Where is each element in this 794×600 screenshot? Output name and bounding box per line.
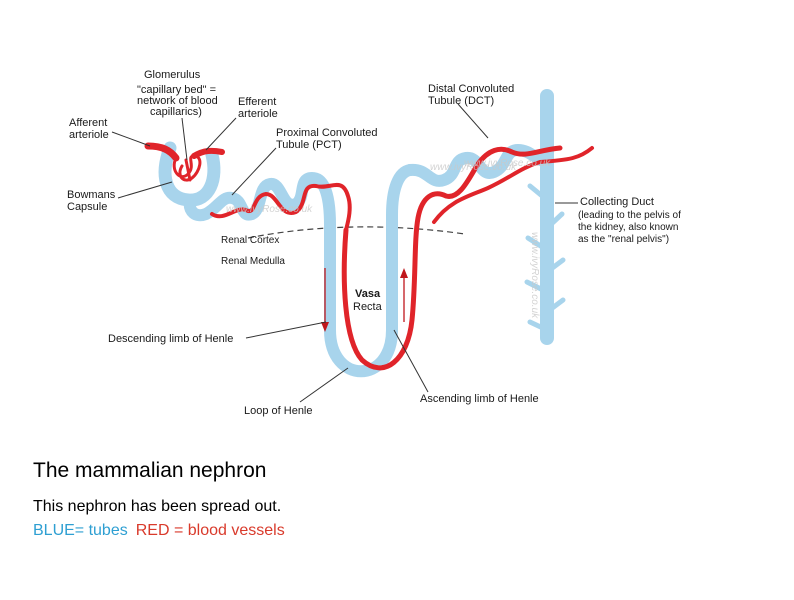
leader-bowmans [117, 181, 173, 199]
page-title: The mammalian nephron [33, 459, 267, 482]
leader-loop [299, 367, 349, 403]
leader-pct [231, 147, 277, 196]
label-efferent-arteriole: Efferent [238, 96, 276, 108]
label-vasa-recta: Vasa [355, 288, 381, 300]
label-pct: Tubule (PCT) [276, 139, 342, 151]
label-collecting-duct: Collecting Duct [580, 196, 654, 208]
label-capillary-bed: capillarics) [150, 106, 202, 118]
leader-glomerulus [181, 117, 188, 161]
label-bowmans-capsule: Capsule [67, 201, 107, 213]
watermark: www.ivyRose.co.uk [226, 204, 313, 215]
ascending-limb-tube [386, 164, 416, 336]
label-vasa-recta: Recta [353, 301, 383, 313]
legend-red-blood-vessels: RED = blood vessels [135, 522, 285, 539]
color-legend: BLUE= tubes RED = blood vessels [33, 522, 285, 540]
vasa-recta-vessel [341, 145, 563, 371]
label-bowmans-capsule: Bowmans [67, 189, 116, 201]
label-collecting-duct-note: the kidney, also known [578, 222, 678, 233]
efferent-arteriole-vessel [191, 147, 225, 159]
label-loop-of-henle: Loop of Henle [244, 405, 313, 417]
cortex-medulla-boundary [247, 226, 466, 239]
ascending-arrowhead [400, 268, 408, 278]
leader-ascending [393, 329, 429, 393]
flow-arrows [321, 268, 408, 332]
label-collecting-duct-note: (leading to the pelvis of [578, 210, 681, 221]
descending-arrowhead [321, 322, 329, 332]
blood-vessel-system [144, 142, 594, 371]
label-ascending-limb: Ascending limb of Henle [420, 393, 539, 405]
label-descending-limb: Descending limb of Henle [108, 333, 233, 345]
label-afferent-arteriole: Afferent [69, 117, 107, 129]
label-dct: Tubule (DCT) [428, 95, 494, 107]
outgoing-vessel [432, 146, 594, 224]
dct-tube [404, 144, 553, 187]
loop-of-henle-tube [324, 324, 398, 378]
label-renal-cortex: Renal Cortex [221, 235, 279, 246]
leader-dct [457, 103, 489, 139]
legend-blue-tubes: BLUE= tubes [33, 522, 128, 539]
label-afferent-arteriole: arteriole [69, 129, 109, 141]
label-dct: Distal Convoluted [428, 83, 514, 95]
leader-afferent [111, 131, 151, 147]
watermark: www.ivyRose.co.uk [430, 162, 517, 173]
afferent-arteriole-vessel [144, 142, 180, 162]
label-capillary-bed: "capillary bed" = [137, 84, 216, 96]
label-efferent-arteriole: arteriole [238, 108, 278, 120]
leader-lines [111, 103, 578, 403]
caption-subtitle: This nephron has been spread out. [33, 498, 282, 515]
label-glomerulus: Glomerulus [144, 69, 201, 81]
label-capillary-bed: network of blood [137, 95, 218, 107]
watermark: www.ivyRose.co.uk [529, 232, 540, 319]
collecting-duct-branches [524, 183, 566, 333]
watermark: www.ivyRose.co.uk [464, 158, 551, 169]
peritubular-capillary [210, 183, 352, 232]
leader-descending [245, 321, 327, 339]
label-pct: Proximal Convoluted [276, 127, 378, 139]
label-renal-medulla: Renal Medulla [221, 256, 285, 267]
label-collecting-duct-note: as the "renal pelvis") [578, 234, 669, 245]
leader-efferent [205, 117, 237, 151]
